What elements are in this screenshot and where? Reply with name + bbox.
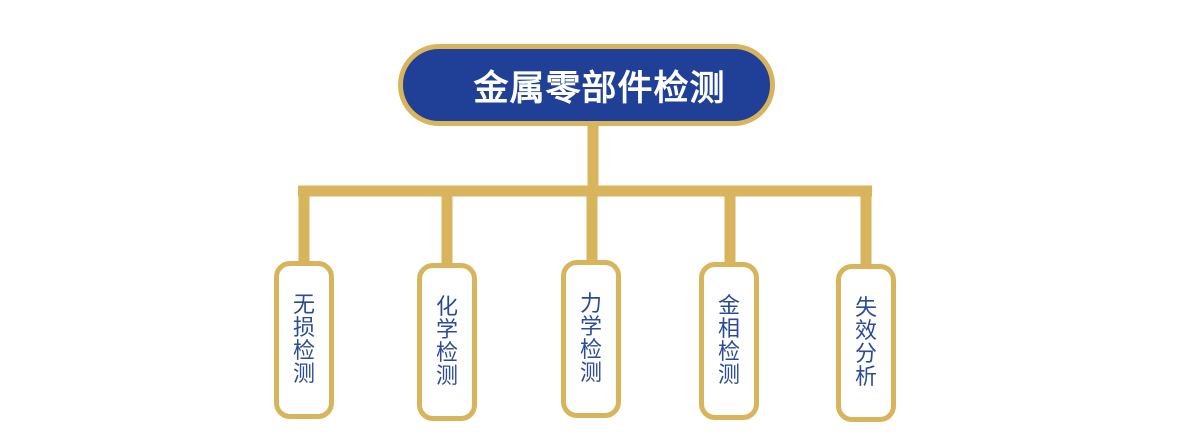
- child-node-1: 无损检测: [274, 261, 334, 419]
- child-node-label: 失效分析: [854, 296, 877, 390]
- child-node-label: 化学检测: [435, 295, 458, 389]
- child-node-label: 金相检测: [717, 294, 740, 388]
- child-node-2: 化学检测: [417, 263, 477, 421]
- child-node-5: 失效分析: [836, 264, 896, 422]
- root-node-label: 金属零部件检测: [473, 68, 726, 109]
- child-node-label: 无损检测: [292, 293, 315, 387]
- child-node-3: 力学检测: [561, 260, 621, 418]
- root-node: 金属零部件检测: [398, 44, 775, 126]
- child-node-label: 力学检测: [579, 292, 602, 386]
- child-node-4: 金相检测: [699, 262, 759, 420]
